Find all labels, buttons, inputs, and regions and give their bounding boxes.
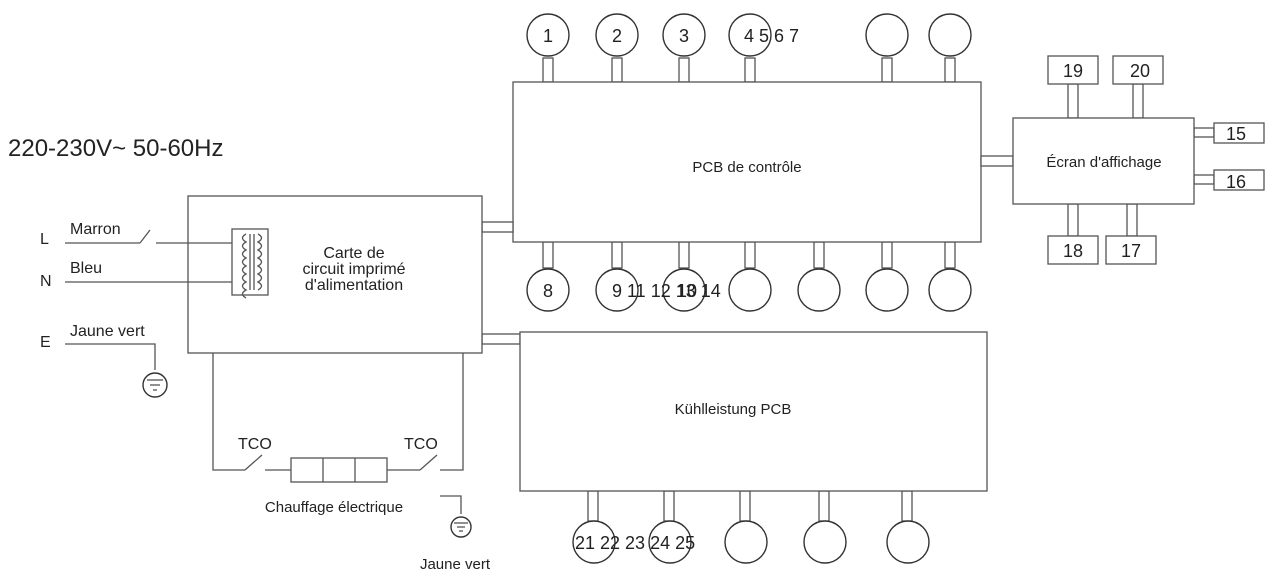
component-empty-top-1 bbox=[865, 13, 909, 57]
display-connector-19 bbox=[1047, 55, 1099, 85]
heater-ground-label: Jaune vert bbox=[420, 556, 491, 573]
mains-switch-icon bbox=[139, 229, 151, 244]
heater-label: Chauffage électrique bbox=[265, 499, 403, 516]
cooling-pcb-bottom-stubs bbox=[587, 490, 913, 522]
component-empty-cool-3 bbox=[886, 520, 930, 564]
display-label-16: 16 bbox=[1226, 172, 1246, 192]
component-empty-cool-1 bbox=[724, 520, 768, 564]
component-label-2: 2 bbox=[612, 26, 622, 46]
display-label-17: 17 bbox=[1121, 241, 1141, 261]
heater-ground-icon bbox=[450, 516, 472, 538]
component-2-circle bbox=[595, 13, 639, 57]
mains-e-color: Jaune vert bbox=[70, 323, 145, 340]
component-empty-bottom-2 bbox=[865, 268, 909, 312]
display-connector-15 bbox=[1213, 122, 1265, 144]
display-connector-20 bbox=[1112, 55, 1164, 85]
display-label-19: 19 bbox=[1063, 61, 1083, 81]
display-link-connector bbox=[980, 155, 1014, 167]
mains-l-letter: L bbox=[40, 231, 49, 248]
mains-n-letter: N bbox=[40, 273, 52, 290]
component-3-circle bbox=[662, 13, 706, 57]
tco-right-switch-icon bbox=[419, 454, 438, 471]
power-to-control-connector bbox=[481, 221, 514, 233]
power-pcb-label-line3: d'alimentation bbox=[305, 277, 403, 294]
transformer-icon bbox=[231, 228, 269, 299]
heater-circuit: TCO TCO Chauffage électrique Jaune vert bbox=[212, 353, 491, 573]
tco-right-label: TCO bbox=[404, 436, 438, 453]
component-empty-bottom-1 bbox=[797, 268, 841, 312]
component-empty-cool-2 bbox=[803, 520, 847, 564]
component-empty-top-2 bbox=[928, 13, 972, 57]
display-screen: Écran d'affichage 19 20 15 16 18 17 bbox=[980, 55, 1265, 265]
component-label-21-25: 21 22 23 24 25 bbox=[575, 533, 695, 553]
component-label-4-7: 4 5 6 7 bbox=[744, 26, 799, 46]
display-screen-box bbox=[1012, 117, 1195, 205]
component-10-circle bbox=[662, 268, 706, 312]
power-pcb-label-line2: circuit imprimé bbox=[302, 261, 405, 278]
voltage-label: 220-230V~ 50-60Hz bbox=[8, 135, 223, 162]
control-pcb-bottom-stubs bbox=[542, 241, 956, 269]
control-pcb-bottom-components: 8 9 11 12 13 14 10 bbox=[526, 268, 972, 312]
control-pcb: PCB de contrôle bbox=[512, 57, 982, 269]
power-to-cooling-connector bbox=[481, 333, 521, 345]
mains-e-letter: E bbox=[40, 334, 51, 351]
component-empty-bottom-3 bbox=[928, 268, 972, 312]
heater-element-icon bbox=[290, 457, 388, 483]
power-pcb: Carte de circuit imprimé d'alimentation bbox=[187, 195, 521, 354]
display-label-15: 15 bbox=[1226, 124, 1246, 144]
component-21-circle bbox=[572, 520, 616, 564]
control-pcb-top-stubs bbox=[542, 57, 956, 83]
cooling-pcb: Kühlleistung PCB 21 22 23 24 25 bbox=[519, 331, 988, 564]
mains-input: L Marron N Bleu E Jaune vert bbox=[40, 221, 232, 398]
display-label-18: 18 bbox=[1063, 241, 1083, 261]
display-label-20: 20 bbox=[1130, 61, 1150, 81]
component-1-circle bbox=[526, 13, 570, 57]
component-label-1: 1 bbox=[543, 26, 553, 46]
component-label-10: 10 bbox=[677, 281, 697, 301]
component-14-circle bbox=[728, 268, 772, 312]
display-screen-label: Écran d'affichage bbox=[1046, 154, 1161, 171]
component-9-circle bbox=[595, 268, 639, 312]
tco-left-label: TCO bbox=[238, 436, 272, 453]
tco-left-switch-icon bbox=[244, 454, 263, 471]
component-23-circle bbox=[648, 520, 692, 564]
display-connector-18 bbox=[1047, 235, 1099, 265]
ground-icon bbox=[142, 372, 168, 398]
display-connector-16 bbox=[1213, 169, 1265, 191]
control-pcb-label: PCB de contrôle bbox=[692, 159, 801, 176]
component-label-8: 8 bbox=[543, 281, 553, 301]
control-pcb-box bbox=[512, 81, 982, 243]
mains-n-color: Bleu bbox=[70, 260, 102, 277]
cooling-pcb-box bbox=[519, 331, 988, 492]
component-label-3: 3 bbox=[679, 26, 689, 46]
component-4-circle bbox=[728, 13, 772, 57]
component-label-9-14: 9 11 12 13 14 bbox=[612, 281, 721, 301]
component-8-circle bbox=[526, 268, 570, 312]
cooling-pcb-label: Kühlleistung PCB bbox=[675, 401, 792, 418]
mains-l-color: Marron bbox=[70, 221, 121, 238]
power-pcb-label-line1: Carte de bbox=[323, 245, 384, 262]
control-pcb-top-components: 1 2 3 4 5 6 7 bbox=[526, 13, 972, 57]
display-connector-17 bbox=[1105, 235, 1157, 265]
